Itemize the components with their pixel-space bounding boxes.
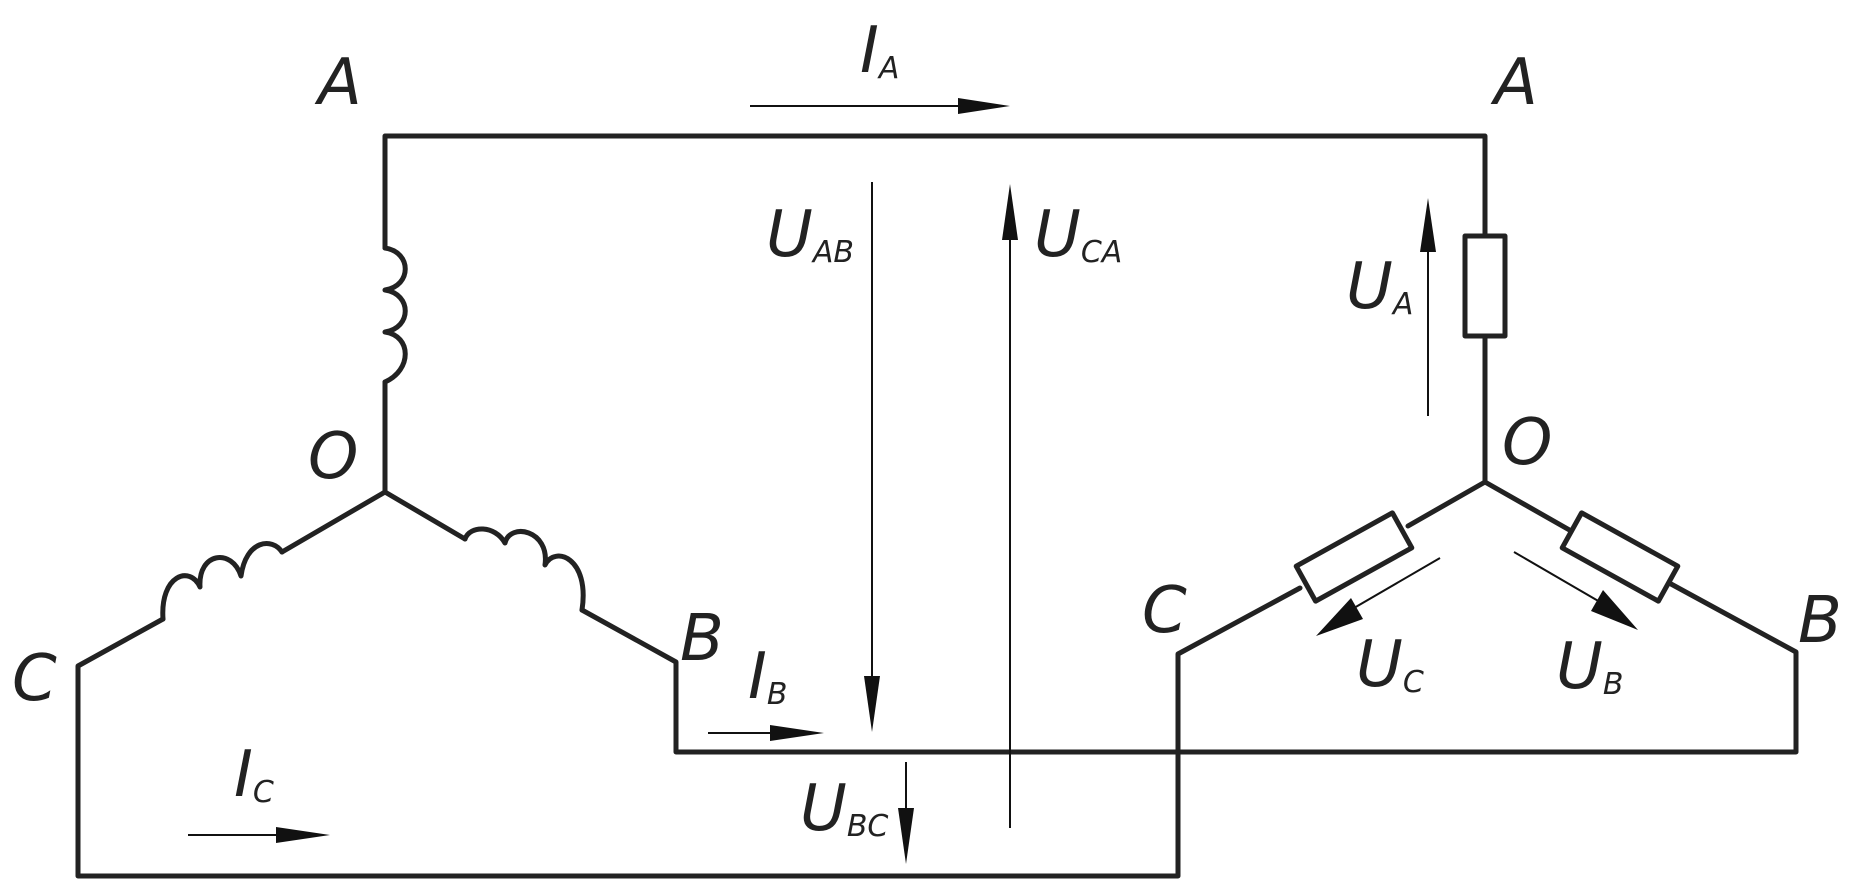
voltage-label-ab: UAB bbox=[766, 198, 854, 272]
voltage-label-phase-b: UB bbox=[1556, 630, 1623, 704]
wire-line-b bbox=[579, 575, 1799, 755]
current-label-b: IB bbox=[748, 640, 787, 714]
generator-node-a-label: A bbox=[314, 46, 362, 120]
wire-line-c bbox=[75, 585, 1303, 879]
voltage-label-ca: UCA bbox=[1034, 198, 1122, 272]
current-label-c: IC bbox=[234, 738, 274, 812]
wire-load-neutral-b bbox=[1482, 479, 1583, 539]
voltage-arrow-bc bbox=[898, 762, 914, 864]
wire-load-neutral-c bbox=[1405, 479, 1488, 529]
voltage-label-phase-c: UC bbox=[1356, 628, 1424, 702]
load-resistor-c bbox=[1293, 510, 1415, 604]
voltage-arrow-phase-b bbox=[1513, 551, 1638, 630]
load-resistor-b bbox=[1559, 510, 1681, 604]
generator-coil-b bbox=[462, 526, 586, 613]
wire-gen-neutral-b bbox=[382, 489, 468, 542]
load-node-o-label: O bbox=[1502, 406, 1552, 480]
voltage-arrow-phase-c bbox=[1316, 557, 1441, 636]
current-label-a: IA bbox=[860, 14, 899, 88]
generator-node-o-label: O bbox=[308, 420, 358, 494]
voltage-arrow-phase-a bbox=[1420, 198, 1436, 416]
generator-coil-a bbox=[382, 245, 408, 385]
load-node-b-label: B bbox=[1798, 584, 1842, 658]
current-arrow-a bbox=[750, 98, 1010, 114]
generator-node-b-label: B bbox=[680, 602, 724, 676]
wire-gen-neutral-c bbox=[279, 489, 388, 555]
load-node-a-label: A bbox=[1490, 46, 1538, 120]
generator-coil-c bbox=[160, 541, 285, 622]
voltage-arrow-ca bbox=[1002, 184, 1018, 828]
load-resistor-a bbox=[1462, 233, 1508, 339]
wire-line-a bbox=[382, 133, 1488, 251]
generator-node-c-label: C bbox=[12, 642, 57, 716]
current-arrow-b bbox=[708, 725, 824, 741]
current-arrow-c bbox=[188, 827, 330, 843]
voltage-arrow-ab bbox=[864, 182, 880, 732]
voltage-label-phase-a: UA bbox=[1346, 250, 1413, 324]
load-node-c-label: C bbox=[1142, 574, 1187, 648]
voltage-label-bc: UBC bbox=[800, 772, 888, 846]
